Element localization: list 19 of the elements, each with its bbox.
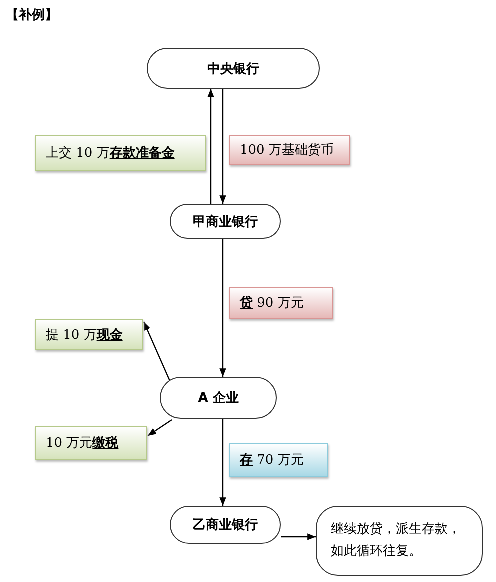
arrow [148, 420, 172, 436]
label-box: 上交 10 万存款准备金 [35, 135, 206, 171]
rounded-box: A 企业 [160, 377, 277, 419]
arrow [208, 89, 214, 204]
arrow [220, 419, 226, 506]
rounded-box: 甲商业银行 [170, 204, 281, 239]
rounded-box: 乙商业银行 [170, 506, 281, 544]
label-box: 10 万元缴税 [35, 426, 147, 460]
label-box: 存 70 万元 [229, 443, 328, 477]
arrow [220, 239, 226, 377]
rounded-box: 继续放贷，派生存款，如此循环往复。 [316, 506, 483, 576]
label-box: 100 万基础货币 [229, 135, 350, 165]
label-box: 贷 90 万元 [229, 287, 333, 319]
arrow [143, 322, 171, 382]
arrow [281, 534, 316, 540]
rounded-box: 中央银行 [147, 48, 320, 89]
label-box: 提 10 万现金 [35, 319, 143, 350]
arrow [220, 89, 226, 204]
title: 【补例】 [6, 6, 58, 24]
